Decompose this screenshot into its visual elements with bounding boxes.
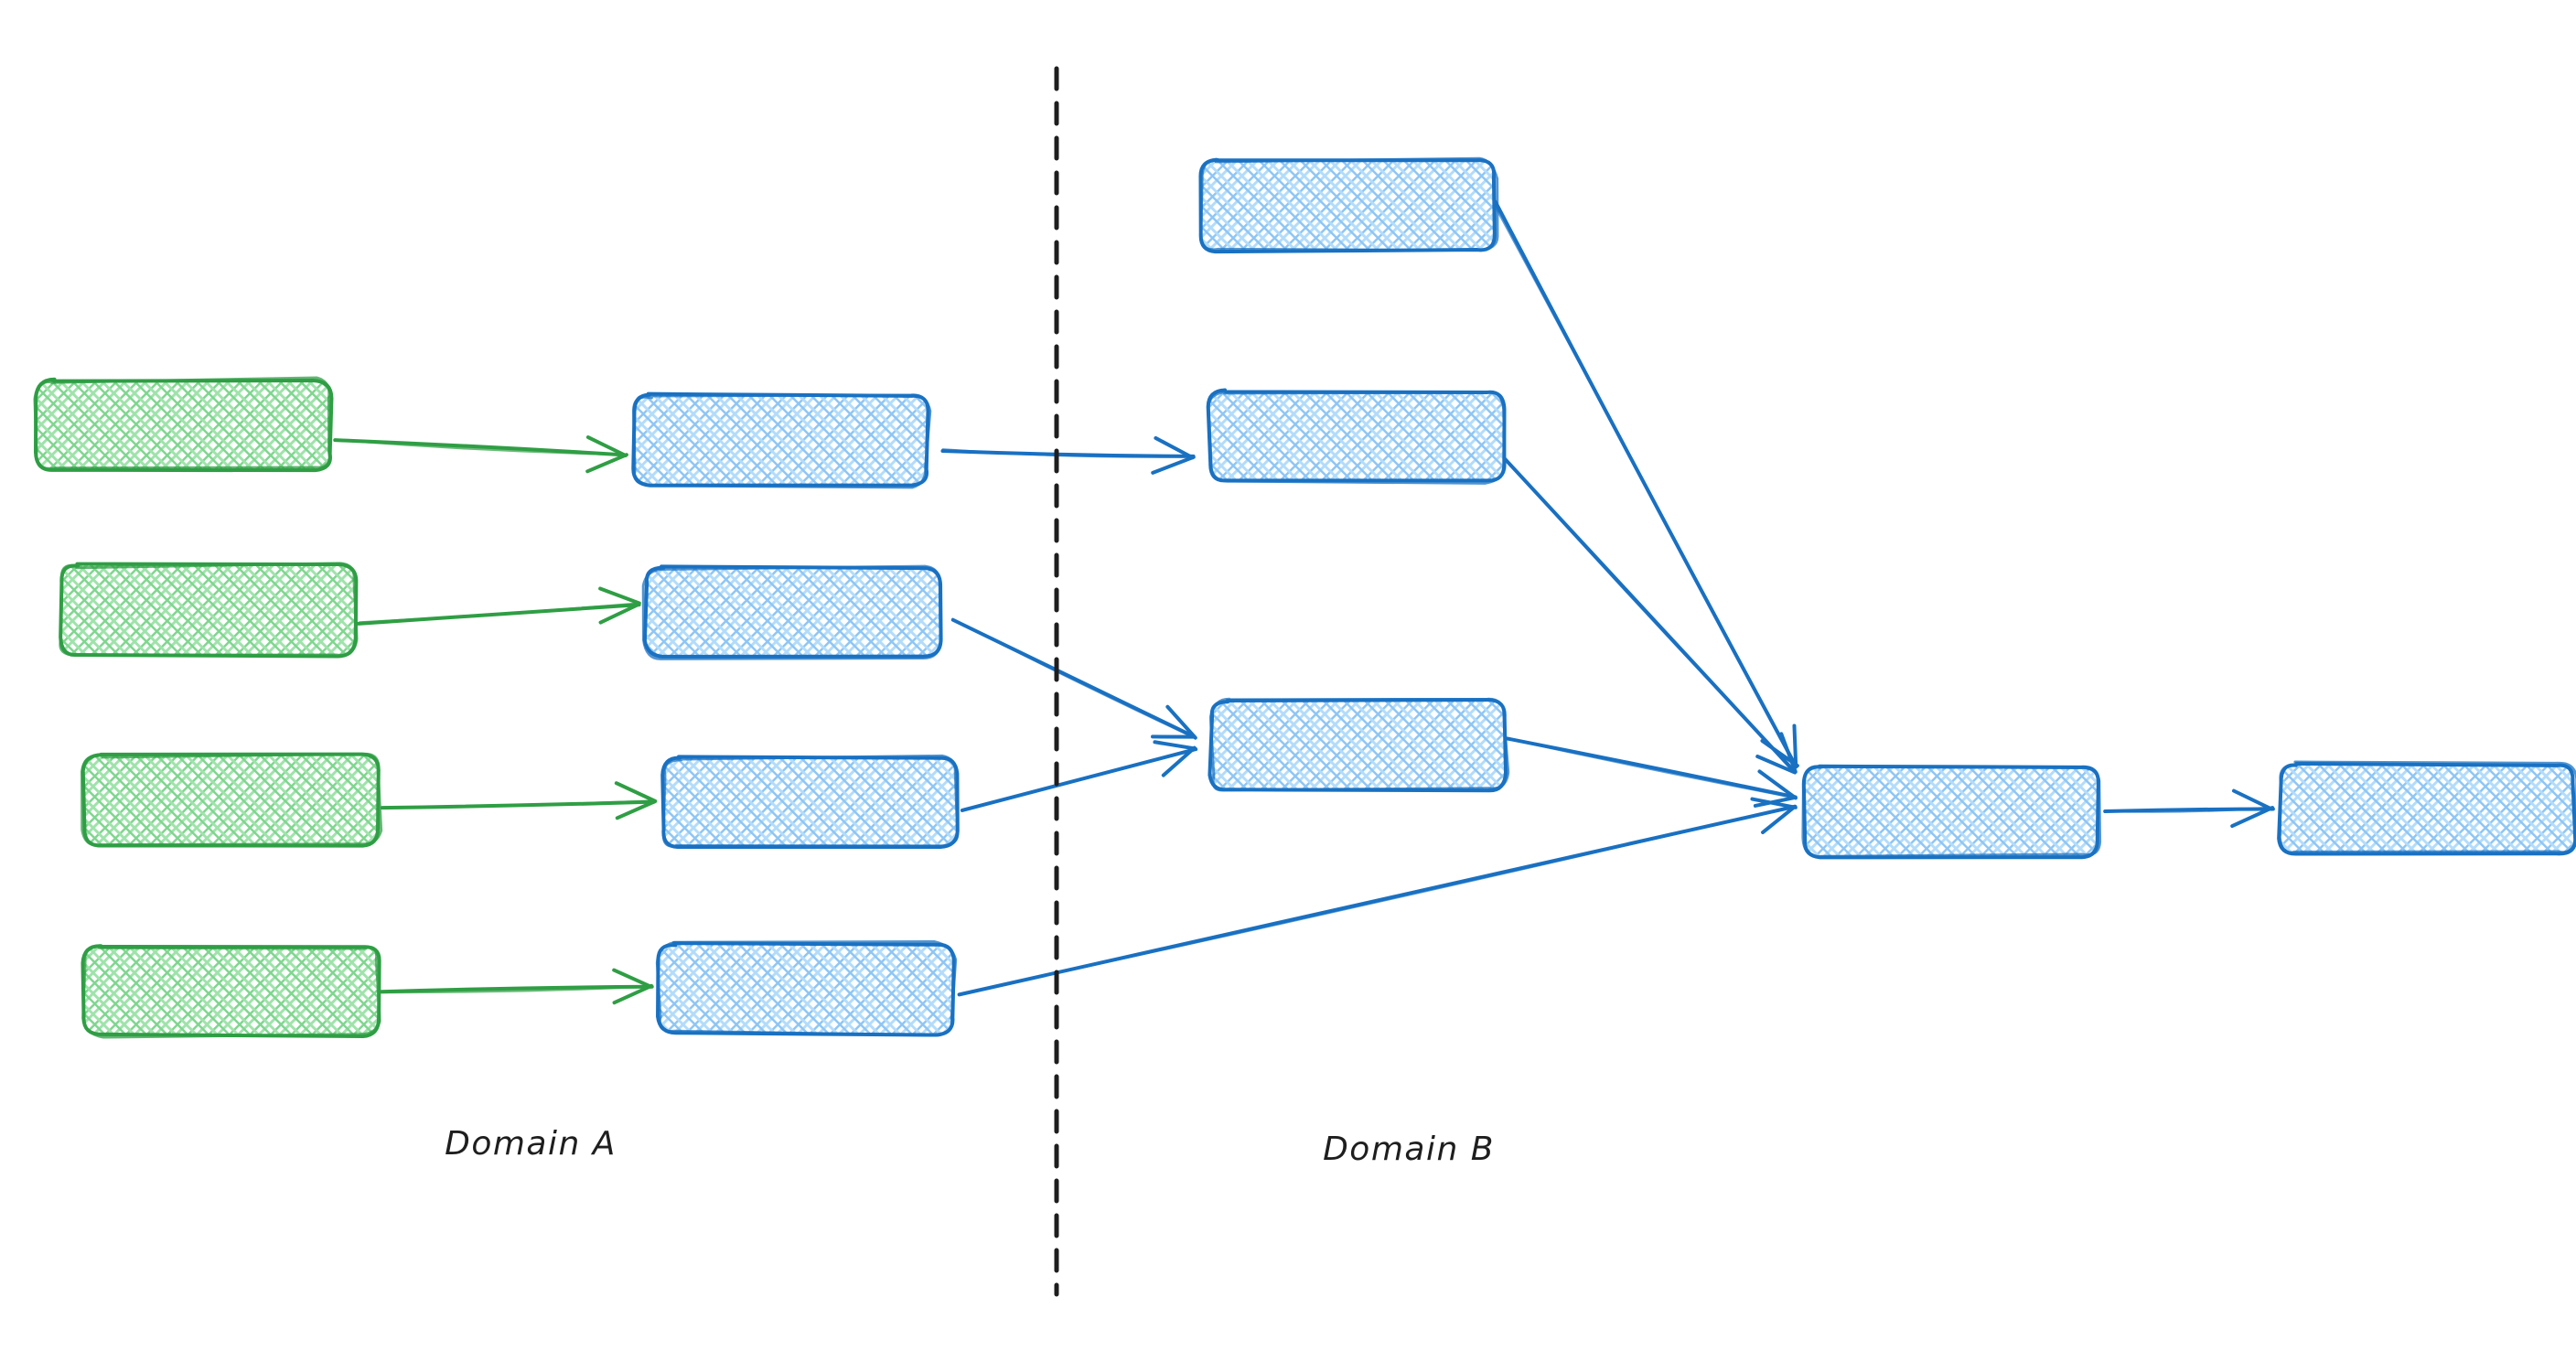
node-p2[interactable] (641, 564, 943, 660)
edge-shaft (2103, 806, 2275, 813)
node-outline (59, 562, 359, 657)
node-a3[interactable] (80, 752, 383, 848)
edge-e-b3-agg (1502, 735, 1798, 808)
edge-arrowhead (585, 453, 628, 474)
edge-shaft (358, 602, 640, 624)
edge-arrowhead (1761, 804, 1797, 835)
edge-arrowhead (1779, 732, 1798, 774)
nodes-layer (33, 156, 2576, 1039)
edge-shaft (333, 438, 628, 456)
node-p4[interactable] (655, 940, 958, 1037)
node-out[interactable] (2277, 760, 2576, 856)
edge-e-a4-p4 (380, 968, 654, 1005)
node-b2[interactable] (1206, 388, 1507, 485)
node-outline (33, 376, 331, 470)
edge-e-p4-agg (957, 797, 1798, 997)
edge-shaft (1503, 456, 1798, 773)
edge-arrowhead (2231, 788, 2274, 811)
edge-e-b1-agg (1492, 199, 1799, 769)
node-outline (661, 754, 960, 848)
node-agg[interactable] (1801, 764, 2102, 860)
edge-shaft (962, 747, 1197, 811)
edge-arrowhead (2230, 806, 2274, 829)
edge-shaft (1505, 737, 1797, 799)
edge-arrowhead (1151, 455, 1196, 475)
edge-arrowhead (1161, 745, 1197, 777)
node-outline (1207, 390, 1507, 485)
domain-labels-layer: Domain A Domain B (445, 1125, 1495, 1168)
node-fill (37, 381, 331, 470)
node-fill (84, 756, 379, 845)
edge-arrowhead (585, 435, 628, 458)
domain-b-label: Domain B (1323, 1131, 1495, 1168)
edge-shaft (941, 448, 1194, 458)
node-outline (641, 564, 942, 660)
node-outline (80, 752, 383, 847)
edge-arrowhead (598, 602, 641, 625)
node-p1[interactable] (631, 391, 932, 489)
edges-layer (333, 199, 2275, 1005)
edge-shaft (381, 799, 658, 809)
edge-arrowhead (1792, 724, 1798, 769)
node-fill (633, 395, 928, 485)
node-b1[interactable] (1198, 156, 1499, 254)
node-p3[interactable] (660, 754, 960, 849)
edge-e-a2-p2 (356, 586, 641, 626)
node-outline (1208, 697, 1510, 792)
edge-shaft (1492, 201, 1798, 767)
edge-e-agg-out (2103, 788, 2275, 829)
edge-e-p2-b3 (950, 617, 1197, 740)
edge-arrowhead (1757, 769, 1798, 800)
node-a2[interactable] (59, 562, 359, 659)
edge-arrowhead (612, 983, 654, 1005)
edge-shaft (380, 985, 652, 994)
edge-e-a3-p3 (380, 781, 658, 820)
node-fill (659, 944, 953, 1034)
node-a1[interactable] (33, 376, 334, 473)
node-fill (1209, 391, 1504, 481)
edge-arrowhead (598, 586, 641, 606)
edge-arrowhead (614, 781, 657, 803)
node-fill (1211, 701, 1506, 790)
node-fill (1200, 161, 1495, 251)
edge-e-a1-p1 (333, 435, 628, 474)
node-b3[interactable] (1208, 697, 1510, 793)
node-fill (84, 946, 379, 1035)
edge-e-p1-b2 (940, 435, 1196, 475)
edge-e-b2-agg (1502, 456, 1798, 775)
node-outline (1801, 765, 2102, 858)
edge-arrowhead (1153, 740, 1197, 751)
node-fill (60, 565, 355, 655)
edge-shaft (958, 804, 1797, 995)
edge-arrowhead (1753, 795, 1798, 808)
node-fill (662, 757, 957, 847)
node-outline (655, 940, 958, 1037)
edge-arrowhead (612, 968, 653, 989)
edge-arrowhead (1165, 704, 1197, 740)
domain-a-label: Domain A (445, 1125, 617, 1163)
node-outline (632, 393, 932, 489)
edge-arrowhead (1755, 754, 1798, 775)
node-outline (2278, 760, 2576, 854)
node-outline (1199, 156, 1499, 252)
node-outline (81, 945, 381, 1039)
edge-arrowhead (1154, 435, 1195, 460)
edge-shaft (951, 617, 1197, 740)
edge-e-p3-b3 (960, 740, 1198, 812)
node-fill (2280, 765, 2574, 854)
node-a4[interactable] (80, 944, 381, 1039)
node-fill (646, 567, 940, 657)
node-fill (1804, 766, 2098, 856)
edge-arrowhead (615, 799, 658, 820)
